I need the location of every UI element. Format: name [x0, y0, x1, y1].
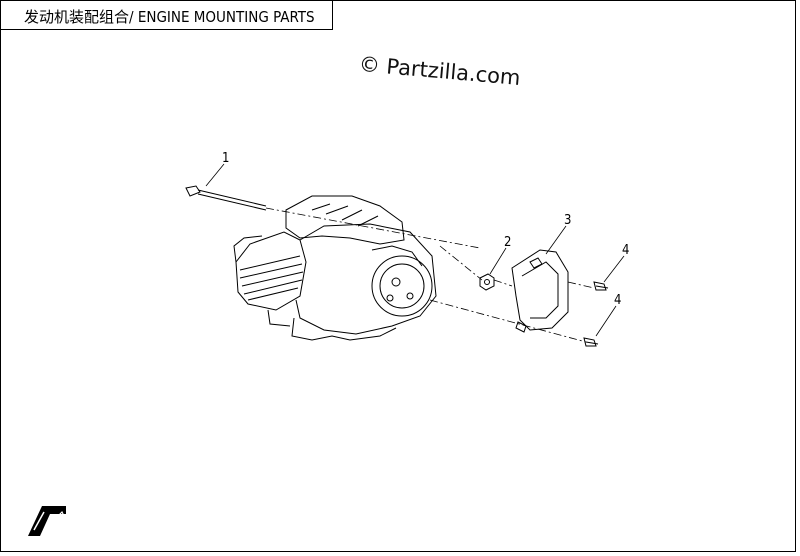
page-title: 发动机装配组合/ ENGINE MOUNTING PARTS [24, 8, 315, 26]
callout-2: 2 [504, 235, 511, 250]
callout-1: 1 [222, 151, 229, 166]
part-3-sprocket-cover [511, 249, 569, 333]
callout-4-upper: 4 [622, 243, 629, 258]
title-box: 发动机装配组合/ ENGINE MOUNTING PARTS [0, 0, 333, 30]
callout-4-lower: 4 [614, 293, 621, 308]
callout-3: 3 [564, 213, 571, 228]
part-1-mounting-bolt [185, 185, 267, 211]
part-4-bolt-lower [583, 337, 599, 347]
engine-assembly [233, 195, 437, 341]
leader-lines [205, 163, 625, 337]
part-2-nut [479, 273, 495, 291]
part-4-bolt-upper [593, 281, 609, 291]
brand-logo-icon [28, 506, 67, 536]
alignment-lines [265, 207, 595, 343]
